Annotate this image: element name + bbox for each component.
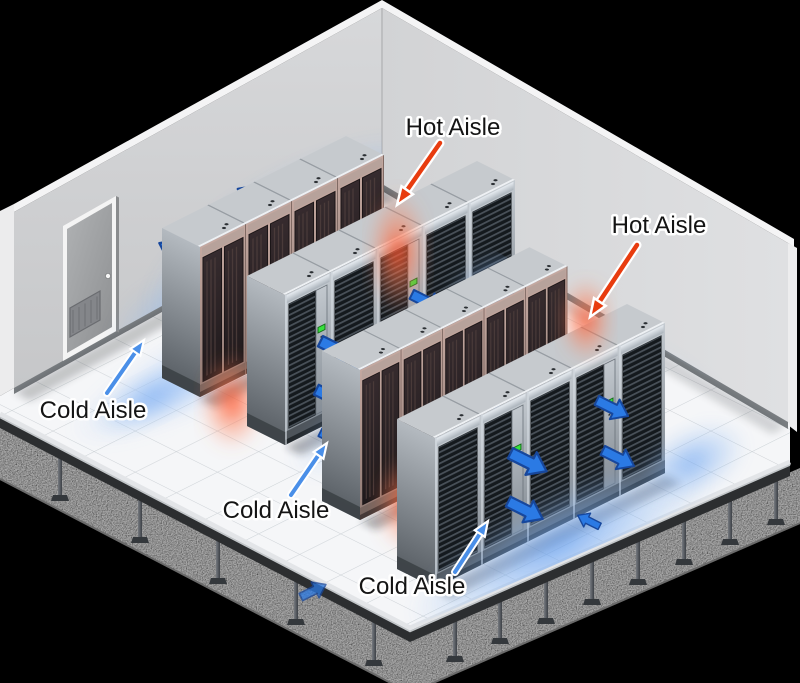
cold-aisle-label-1: Cold Aisle: [40, 397, 147, 424]
door: [63, 196, 119, 361]
cold-aisle-arrow-1: [103, 337, 146, 397]
hot-aisle-arrow-2: [588, 240, 642, 320]
hot-aisle-label-1: Hot Aisle: [406, 114, 501, 141]
cold-aisle-arrow-2: [287, 440, 329, 499]
cold-aisle-label-2: Cold Aisle: [223, 497, 330, 524]
server-rack-row-1: [162, 136, 385, 398]
cold-aisle-glow-front: [409, 421, 746, 628]
hot-aisle-arrow-1: [395, 138, 445, 208]
cold-aisle-arrow-3: [451, 518, 490, 576]
label-arrows: [103, 138, 642, 576]
server-rack-row-3: [322, 247, 569, 521]
right-wall: [382, 0, 797, 432]
cold-aisle-label-3: Cold Aisle: [359, 573, 466, 600]
hot-aisle-label-2: Hot Aisle: [612, 212, 707, 239]
hot-aisle-glow-far-1: [368, 190, 428, 314]
door-knob: [105, 272, 112, 279]
